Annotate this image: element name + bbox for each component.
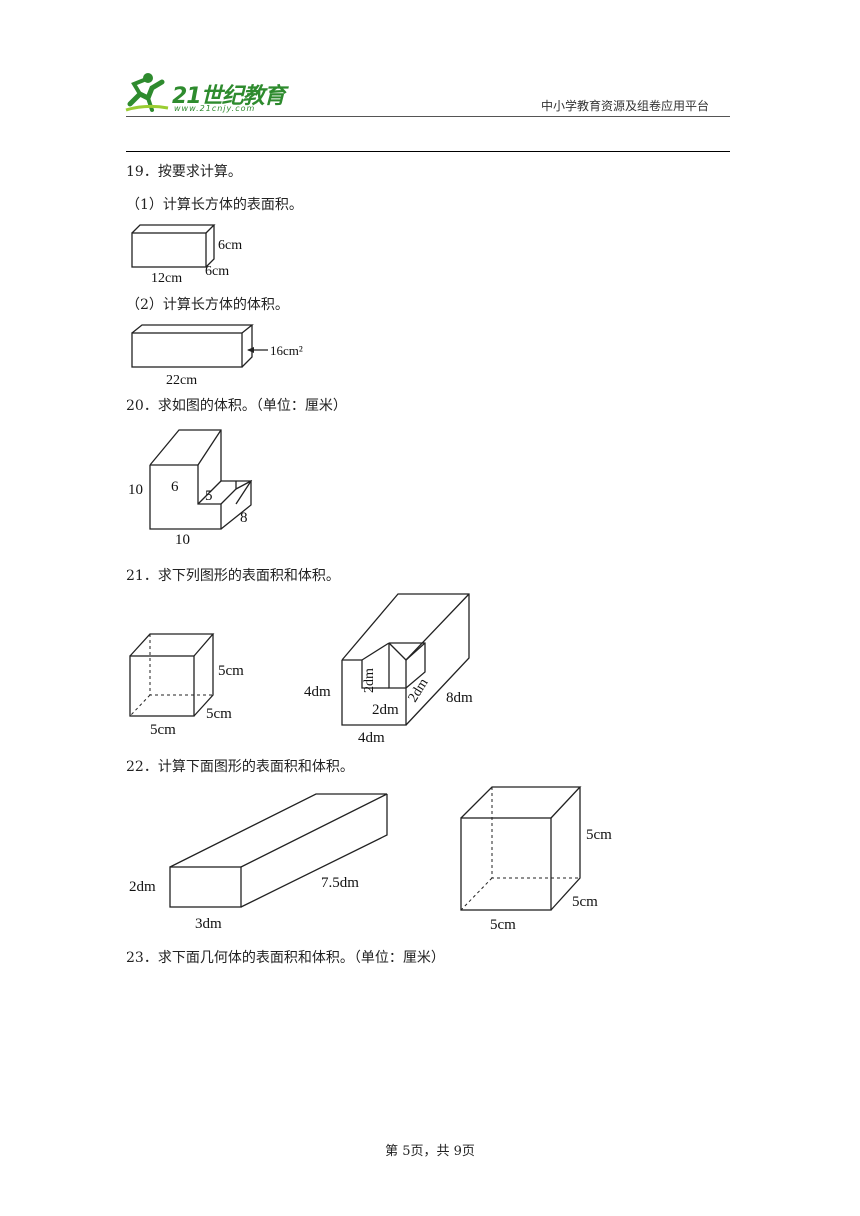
q20-inner-height: 6 [171,479,179,495]
q22-cube-figure: 5cm 5cm 5cm [460,786,612,933]
q19-fig1-height: 6cm [218,238,242,253]
header-rule-top [126,116,730,117]
q23-title: 23．求下面几何体的表面积和体积。（单位：厘米） [126,950,445,966]
logo-text: 21世纪教育 [172,84,286,109]
q19-part2: （2）计算长方体的体积。 [126,297,289,313]
q20-width: 10 [175,532,190,548]
q19-title: 19．按要求计算。 [126,164,242,180]
q21-notched-prism-figure: 4dm 2dm 2dm 2dm 8dm 4dm [304,593,473,746]
site-name: 中小学教育资源及组卷应用平台 [541,99,710,113]
q21-notched-notch-h: 2dm [362,668,377,693]
q21-cube-height: 5cm [218,663,244,679]
q19-fig2-area: 16cm² [270,343,303,358]
header-rule [126,151,730,152]
runner-logo-icon [125,73,169,112]
q22-cube-depth: 5cm [572,894,598,910]
q20-step: 5 [205,488,213,504]
q21-title: 21．求下列图形的表面积和体积。 [126,568,340,584]
logo: 21世纪教育 www.21cnjy.com [122,70,297,116]
q22-title: 22．计算下面图形的表面积和体积。 [126,759,354,775]
q21-notched-height: 4dm [304,684,331,700]
q22-bar-width: 3dm [195,916,222,932]
q22-bar-height: 2dm [129,879,156,895]
q19-prism-figure: 16cm² 22cm [131,324,303,388]
q21-notched-length: 8dm [446,690,473,706]
q19-fig2-length: 22cm [166,373,197,388]
q20-height: 10 [128,482,143,498]
q19-fig1-depth: 6cm [205,264,229,279]
q21-cube-depth: 5cm [206,706,232,722]
page-number: 第 5页，共 9页 [385,1144,475,1159]
logo-url: www.21cnjy.com [174,104,256,113]
q22-bar-figure: 2dm 7.5dm 3dm [129,793,388,932]
q20-title: 20．求如图的体积。（单位：厘米） [126,398,347,414]
arrow-icon [247,347,254,353]
q21-notched-width: 4dm [358,730,385,746]
q21-notched-notch-w: 2dm [372,702,399,718]
q19-cuboid-figure: 6cm 6cm 12cm [131,224,242,286]
q20-l-shape-figure: 10 6 5 8 10 [128,429,253,548]
q21-notched-notch-d: 2dm [406,676,432,705]
q22-cube-width: 5cm [490,917,516,933]
q21-cube-width: 5cm [150,722,176,738]
q19-fig1-length: 12cm [151,271,182,286]
q22-bar-length: 7.5dm [321,875,359,891]
q20-depth: 8 [240,510,248,526]
q21-cube-figure: 5cm 5cm 5cm [129,633,244,738]
q22-cube-height: 5cm [586,827,612,843]
q19-part1: （1）计算长方体的表面积。 [126,197,303,213]
